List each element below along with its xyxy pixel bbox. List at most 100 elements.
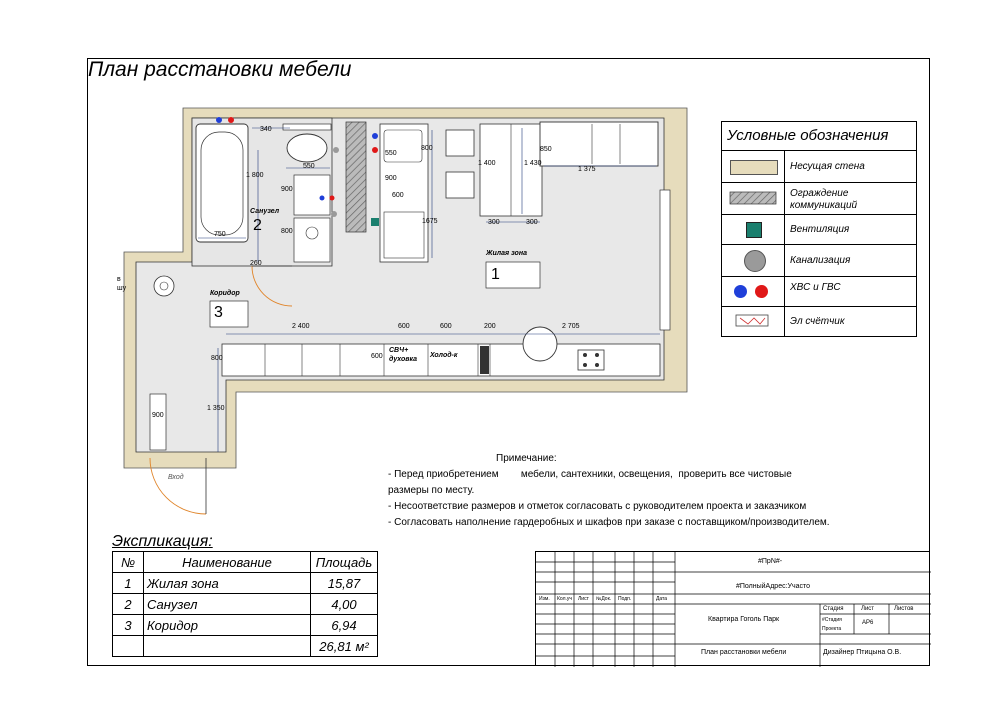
legend-label: Ограждение коммуникаций bbox=[790, 188, 858, 211]
room-name-2: Санузел bbox=[250, 208, 280, 215]
hot-water-dot bbox=[372, 147, 378, 153]
legend-title: Условные обозначения bbox=[722, 122, 916, 151]
communications-enclosure bbox=[345, 121, 367, 233]
dimension-label: 1 375 bbox=[578, 166, 596, 173]
room-3-number-box bbox=[209, 300, 249, 328]
window bbox=[659, 189, 671, 331]
bathroom-door-swing bbox=[251, 265, 293, 307]
dimension-label: 300 bbox=[488, 219, 500, 226]
hot-water-dot bbox=[228, 117, 234, 123]
drawing-name: План расстановки мебели bbox=[701, 649, 787, 656]
dimension-lines bbox=[198, 127, 660, 452]
room-name-3: Коридор bbox=[210, 290, 240, 297]
bearing-wall-swatch bbox=[730, 160, 778, 175]
dimension-label: 550 bbox=[303, 163, 315, 170]
sheet-value: АР6 bbox=[862, 620, 874, 626]
designer-name: Дизайнер Птицына О.В. bbox=[823, 649, 902, 656]
fridge-grill bbox=[480, 346, 489, 374]
cold-hot-water-dots-icon bbox=[722, 277, 785, 306]
sewer-dot bbox=[331, 211, 337, 217]
legend-row: Несущая стена bbox=[722, 150, 916, 182]
washing-machine bbox=[293, 174, 331, 216]
hot-water-dot bbox=[755, 285, 768, 298]
legend-label: Канализация bbox=[790, 255, 851, 266]
legend-label: Несущая стена bbox=[790, 161, 865, 172]
dimension-label: 600 bbox=[392, 192, 404, 199]
chair bbox=[445, 171, 475, 199]
legend-row: Эл счётчик bbox=[722, 306, 916, 336]
drawing-sheet-frame bbox=[87, 58, 930, 666]
fridge-label: Холод-к bbox=[430, 352, 458, 359]
table-cell: Жилая зона bbox=[143, 572, 311, 594]
dimension-label: 800 bbox=[281, 228, 293, 235]
dimension-label: 1675 bbox=[422, 218, 438, 225]
room-number-1: 1 bbox=[491, 266, 500, 283]
dimension-label: 900 bbox=[385, 175, 397, 182]
note-line: - Согласовать наполнение гардеробных и ш… bbox=[388, 517, 830, 528]
total-area: 26,81 м² bbox=[310, 635, 378, 657]
dimension-label: 1 400 bbox=[478, 160, 496, 167]
entrance-cabinet bbox=[149, 393, 167, 451]
legend-label: ХВС и ГВС bbox=[790, 282, 841, 293]
stove bbox=[577, 349, 605, 371]
cold-water-dot bbox=[319, 195, 325, 201]
table-cell: Санузел bbox=[143, 593, 311, 615]
column-header: Площадь bbox=[310, 551, 378, 573]
table-cell: 6,94 bbox=[310, 614, 378, 636]
side-note: в шу bbox=[117, 276, 127, 292]
dimension-label: 550 bbox=[385, 150, 397, 157]
table-cell: 15,87 bbox=[310, 572, 378, 594]
dimension-label: 600 bbox=[371, 353, 383, 360]
sheets-header: Листов bbox=[894, 606, 914, 612]
dimension-label: 260 bbox=[250, 260, 262, 267]
table-total-row: 26,81 м² bbox=[112, 635, 378, 657]
note-line: - Перед приобретением мебели, сантехники… bbox=[388, 469, 792, 480]
dimension-label: 1 430 bbox=[524, 160, 542, 167]
table-row: 3 Коридор 6,94 bbox=[112, 614, 378, 636]
notes-block: Примечание: - Перед приобретением мебели… bbox=[388, 451, 830, 531]
entrance-label: Вход bbox=[168, 474, 184, 481]
dimension-label: 600 bbox=[398, 323, 410, 330]
sewer-circle-icon bbox=[744, 250, 766, 272]
dimension-label: 200 bbox=[484, 323, 496, 330]
hot-water-dot bbox=[329, 195, 335, 201]
entrance-door-swing bbox=[149, 457, 207, 515]
dimension-label: 850 bbox=[540, 146, 552, 153]
table-cell: 1 bbox=[112, 572, 144, 594]
dimension-label: 600 bbox=[440, 323, 452, 330]
cold-water-dot bbox=[372, 133, 378, 139]
table-cell: Коридор bbox=[143, 614, 311, 636]
title-block-grid bbox=[536, 552, 931, 667]
stage-header: Стадия bbox=[823, 606, 844, 612]
table-cell: 3 bbox=[112, 614, 144, 636]
table-cell: 4,00 bbox=[310, 593, 378, 615]
col-header: Подп. bbox=[618, 596, 632, 602]
cold-water-dot bbox=[216, 117, 222, 123]
hanger-stand bbox=[153, 275, 175, 297]
notes-heading: Примечание: bbox=[496, 453, 557, 464]
project-number: #ПрN#- bbox=[758, 558, 783, 565]
room-number-2: 2 bbox=[253, 217, 262, 234]
column-header: Наименование bbox=[143, 551, 311, 573]
electric-meter-icon bbox=[735, 314, 769, 327]
col-header: №Док. bbox=[596, 596, 612, 602]
sheet-header: Лист bbox=[861, 606, 875, 612]
note-line: размеры по месту. bbox=[388, 485, 475, 496]
round-table bbox=[522, 326, 558, 362]
legend-label: Эл счётчик bbox=[790, 316, 845, 327]
column-header: № bbox=[112, 551, 144, 573]
explication-table: № Наименование Площадь 1 Жилая зона 15,8… bbox=[112, 551, 378, 657]
col-header: Изм. bbox=[539, 596, 550, 602]
dimension-label: 800 bbox=[211, 355, 223, 362]
ventilation-box bbox=[371, 218, 379, 226]
dimension-label: 1 800 bbox=[246, 172, 264, 179]
table-header-row: № Наименование Площадь bbox=[112, 551, 378, 573]
dimension-label: 900 bbox=[281, 186, 293, 193]
sewer-dot bbox=[333, 147, 339, 153]
sofa bbox=[539, 121, 659, 167]
room-number-3: 3 bbox=[214, 304, 223, 321]
dimension-label: 300 bbox=[526, 219, 538, 226]
hatched-enclosure-swatch bbox=[729, 191, 777, 205]
dimension-label: 340 bbox=[260, 126, 272, 133]
